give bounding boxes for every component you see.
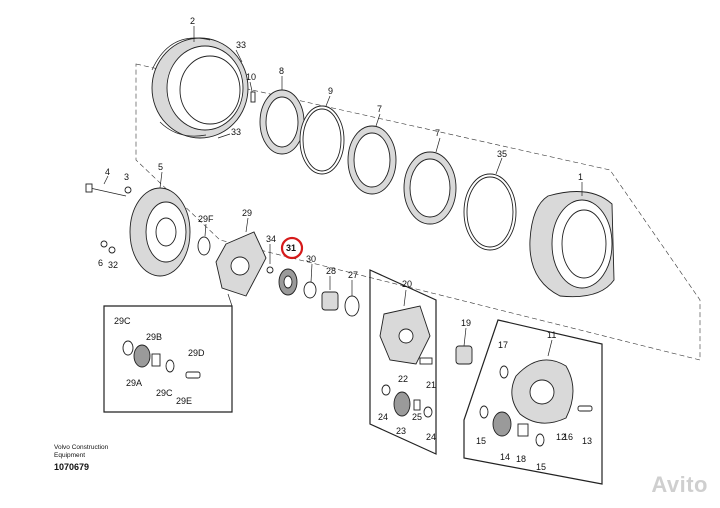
part-label-29C-top: 29C	[114, 316, 131, 326]
part-label-33-bottom: 33	[231, 127, 241, 137]
part-label-9: 9	[328, 86, 333, 96]
part-label-24-b: 24	[426, 432, 436, 442]
part-label-3: 3	[124, 172, 129, 182]
part-label-29E: 29E	[176, 396, 192, 406]
part-label-28: 28	[326, 266, 336, 276]
part-label-2: 2	[190, 16, 195, 26]
part-label-8: 8	[279, 66, 284, 76]
maker-line-1: Volvo Construction	[54, 444, 109, 451]
part-label-24-a: 24	[378, 412, 388, 422]
part-label-18: 18	[516, 454, 526, 464]
watermark: Avito	[651, 472, 708, 497]
part-label-29C-bottom: 29C	[156, 388, 173, 398]
part-label-15-b: 15	[536, 462, 546, 472]
drawing-footer: Volvo Construction Equipment 1070679	[54, 444, 109, 472]
part-label-29B: 29B	[146, 332, 162, 342]
part-label-7-b: 7	[435, 128, 440, 138]
part-label-29A: 29A	[126, 378, 142, 388]
part-label-29F: 29F	[198, 214, 214, 224]
maker-line-2: Equipment	[54, 452, 86, 459]
subassembly-box-29	[103, 305, 233, 413]
part-label-34: 34	[266, 234, 276, 244]
drawing-number: 1070679	[54, 462, 90, 472]
ring-housing-part	[151, 37, 249, 139]
part-label-33-top: 33	[236, 40, 246, 50]
part-label-15-a: 15	[476, 436, 486, 446]
planet-carrier-part	[215, 231, 267, 297]
part-label-13: 13	[582, 436, 592, 446]
part-label-22: 22	[398, 374, 408, 384]
part-label-5: 5	[158, 162, 163, 172]
part-label-23: 23	[396, 426, 406, 436]
part-label-1: 1	[578, 172, 583, 182]
part-label-25: 25	[412, 412, 422, 422]
part-label-17: 17	[498, 340, 508, 350]
part-label-32: 32	[108, 260, 118, 270]
part-label-6: 6	[98, 258, 103, 268]
part-label-20: 20	[402, 279, 412, 289]
part-label-4: 4	[105, 167, 110, 177]
part-label-21: 21	[426, 380, 436, 390]
drive-housing-part	[529, 191, 615, 298]
part-label-12: 12	[556, 432, 566, 442]
part-label-30: 30	[306, 254, 316, 264]
highlight-circle	[280, 236, 304, 260]
part-label-11: 11	[547, 330, 556, 340]
part-label-29D: 29D	[188, 348, 205, 358]
subassembly-box-11	[463, 319, 603, 485]
part-label-27: 27	[348, 270, 358, 280]
sun-gear-part	[278, 268, 298, 296]
part-label-19: 19	[461, 318, 471, 328]
part-label-29: 29	[242, 208, 252, 218]
assembly-outline	[135, 63, 701, 361]
flange-part	[129, 187, 191, 277]
part-label-16: 16	[563, 432, 573, 442]
subassembly-box-20	[369, 269, 437, 455]
part-label-31: 31	[286, 243, 296, 253]
part-label-14: 14	[500, 452, 510, 462]
part-label-10: 10	[246, 72, 256, 82]
part-label-35: 35	[497, 149, 507, 159]
part-label-7-a: 7	[377, 104, 382, 114]
